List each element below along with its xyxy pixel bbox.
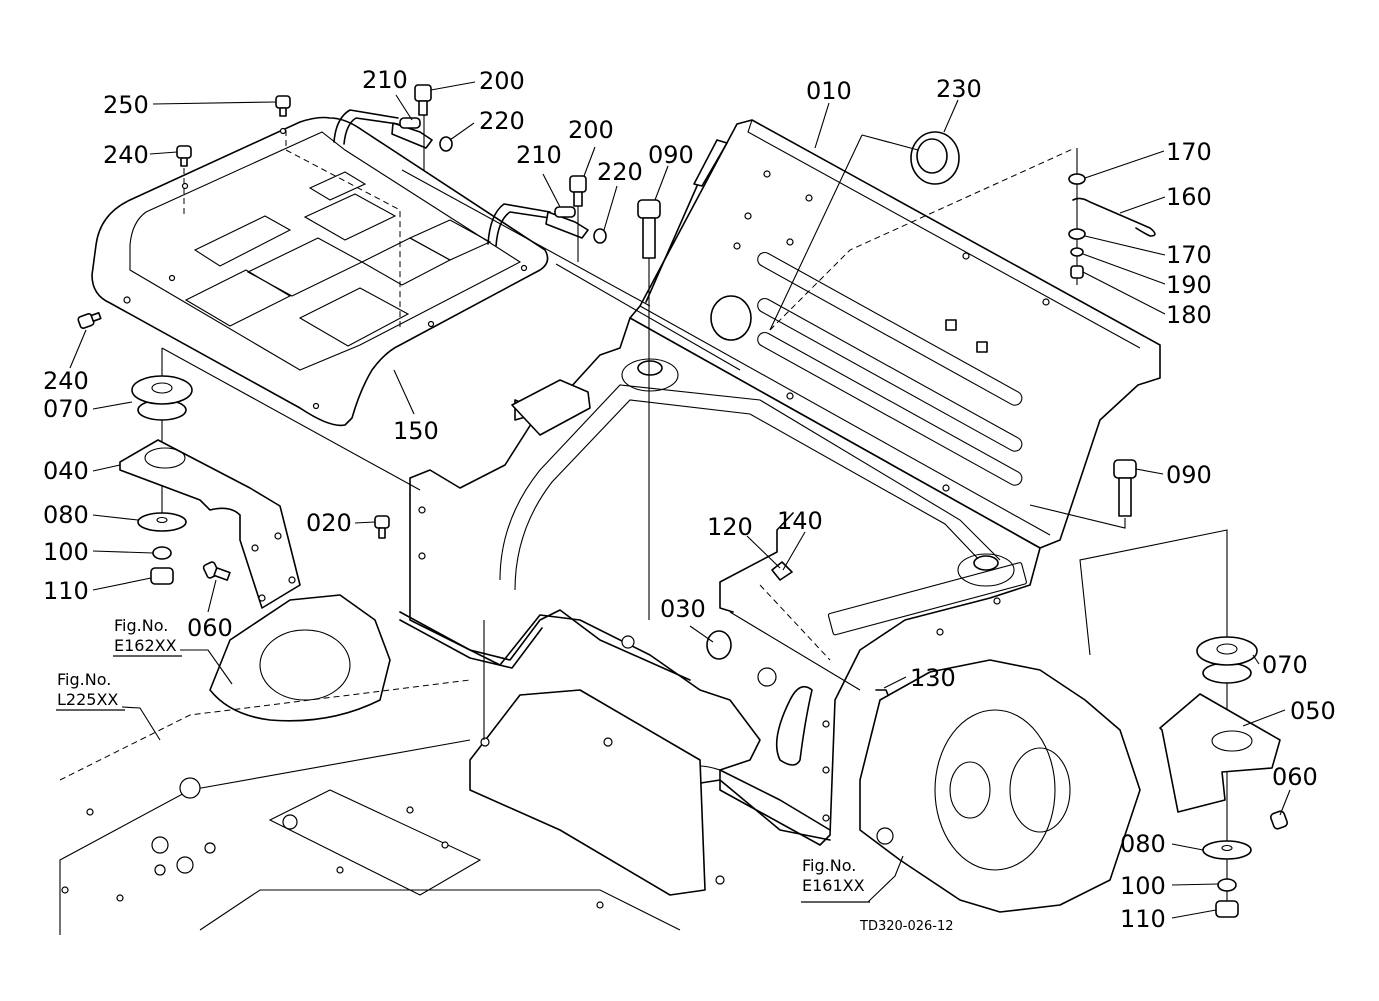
callout-050: 050 — [1290, 697, 1336, 725]
callout-140: 140 — [777, 507, 823, 535]
bolt-part-090-right — [1113, 459, 1137, 517]
figure-reference-e162-title: Fig.No. — [114, 616, 168, 635]
callout-160: 160 — [1166, 183, 1212, 211]
explosion-lines — [161, 130, 1228, 740]
bolt-part-240-side — [77, 312, 102, 329]
hinge-assembly-1 — [391, 84, 453, 170]
chassis-floor-ref-l225 — [59, 679, 725, 935]
callout-250: 250 — [103, 91, 149, 119]
lock-washer-part-100-left — [152, 546, 172, 560]
latch-stack-parts-160-190 — [1068, 148, 1156, 285]
drawing-id: TD320-026-12 — [859, 919, 954, 934]
rubber-mount-part-070-left — [131, 348, 193, 520]
callout-090-left: 090 — [648, 141, 694, 169]
washer-part-080-right — [1202, 840, 1252, 860]
seat-pan-part-150 — [91, 109, 551, 427]
figure-reference-e162[interactable]: Fig.No. E162XX — [113, 616, 182, 657]
callout-240-top: 240 — [103, 141, 149, 169]
callout-240-side: 240 — [43, 367, 89, 395]
lock-washer-part-100-right — [1217, 878, 1237, 892]
callout-200-a: 200 — [479, 67, 525, 95]
callout-010: 010 — [806, 77, 852, 105]
rod-part-120 — [719, 512, 794, 613]
fender-frame-part-010 — [399, 119, 1161, 846]
callout-230: 230 — [936, 75, 982, 103]
figure-reference-l225-title: Fig.No. — [57, 670, 111, 689]
callout-leaders — [69, 81, 1291, 919]
callout-040: 040 — [43, 457, 89, 485]
bracket-part-040 — [119, 439, 301, 609]
callout-120: 120 — [707, 513, 753, 541]
washer-part-080-left — [137, 512, 187, 532]
bolt-part-060-right — [1270, 810, 1288, 830]
bolt-part-060-left — [202, 561, 231, 581]
figure-reference-e161-number: E161XX — [802, 876, 865, 895]
hinge-assembly-2 — [545, 175, 607, 262]
callout-080-left: 080 — [43, 501, 89, 529]
transmission-housing-ref-e161 — [859, 659, 1141, 913]
figure-reference-l225-number: L225XX — [57, 690, 118, 709]
callout-170-top: 170 — [1166, 138, 1212, 166]
bolt-part-250 — [275, 95, 291, 117]
rubber-mount-part-070-right — [1196, 603, 1258, 915]
callout-100-right: 100 — [1120, 872, 1166, 900]
callout-110-left: 110 — [43, 577, 89, 605]
bracket-part-050 — [1159, 693, 1281, 813]
callout-020: 020 — [306, 509, 352, 537]
callout-200-b: 200 — [568, 116, 614, 144]
callout-210-a: 210 — [362, 66, 408, 94]
figure-reference-e162-number: E162XX — [114, 636, 177, 655]
callout-090-right: 090 — [1166, 461, 1212, 489]
callout-130: 130 — [910, 664, 956, 692]
callout-150: 150 — [393, 417, 439, 445]
callout-070-left: 070 — [43, 395, 89, 423]
bolt-part-090-left — [637, 199, 661, 620]
nut-part-110-right — [1215, 900, 1239, 918]
figure-reference-e161[interactable]: Fig.No. E161XX — [801, 856, 870, 903]
callout-110-right: 110 — [1120, 905, 1166, 933]
callout-180: 180 — [1166, 301, 1212, 329]
callout-190: 190 — [1166, 271, 1212, 299]
callout-210-b: 210 — [516, 141, 562, 169]
callout-labels: 250 240 240 070 040 080 100 110 060 150 … — [43, 66, 1336, 933]
callout-170-bottom: 170 — [1166, 241, 1212, 269]
callout-070-right: 070 — [1262, 651, 1308, 679]
callout-220-b: 220 — [597, 158, 643, 186]
nut-part-110-left — [150, 567, 174, 585]
figure-reference-e161-title: Fig.No. — [802, 856, 856, 875]
callout-030: 030 — [660, 595, 706, 623]
callout-220-a: 220 — [479, 107, 525, 135]
cap-part-030 — [706, 630, 732, 660]
bolt-part-020 — [374, 515, 390, 539]
figure-reference-l225[interactable]: Fig.No. L225XX — [56, 670, 125, 711]
callout-100-left: 100 — [43, 538, 89, 566]
callout-080-right: 080 — [1120, 830, 1166, 858]
bolt-part-240-top — [176, 145, 192, 215]
clutch-housing-ref-e162 — [209, 594, 391, 722]
callout-060-right: 060 — [1272, 763, 1318, 791]
clip-part-140 — [771, 561, 793, 581]
callout-060-left: 060 — [187, 614, 233, 642]
grommet-part-230 — [910, 131, 960, 185]
